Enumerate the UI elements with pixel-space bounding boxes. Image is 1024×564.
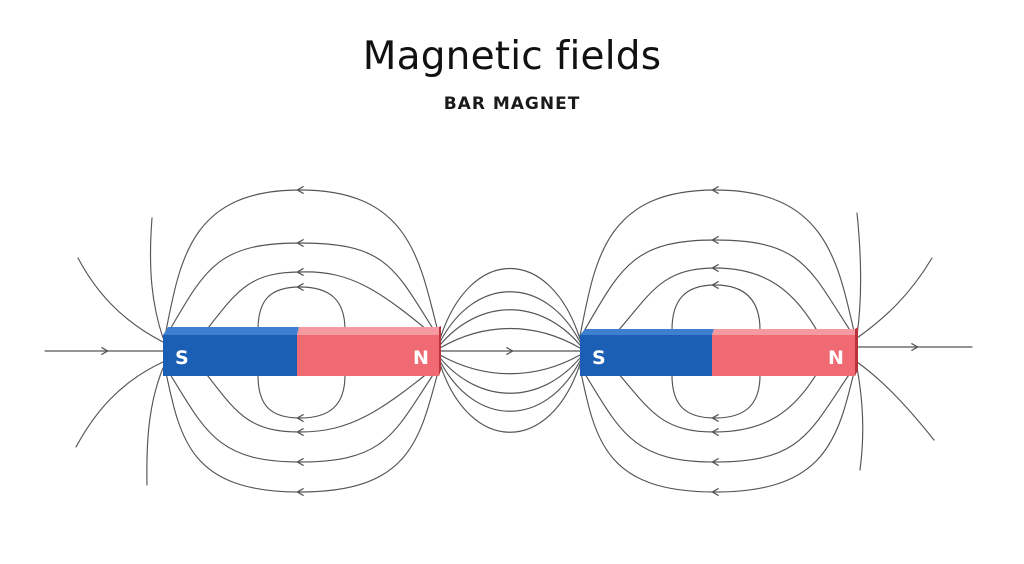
field-line bbox=[439, 328, 581, 349]
south-pole bbox=[580, 335, 712, 376]
field-line bbox=[856, 361, 935, 441]
south-pole-top-face bbox=[163, 327, 299, 335]
magnet-1-field-lines bbox=[44, 185, 440, 497]
north-pole-top-face bbox=[712, 329, 855, 335]
north-pole-top-face bbox=[297, 327, 439, 335]
field-line bbox=[611, 365, 821, 437]
field-line bbox=[611, 263, 821, 339]
field-line bbox=[439, 357, 581, 394]
bar-magnet-2: S N bbox=[580, 327, 858, 376]
field-line bbox=[439, 354, 581, 375]
field-line bbox=[856, 367, 864, 471]
field-line bbox=[671, 280, 761, 331]
north-pole-label: N bbox=[828, 347, 844, 369]
field-line bbox=[146, 367, 164, 486]
field-line bbox=[77, 257, 164, 343]
middle-field-lines bbox=[439, 268, 581, 433]
field-line bbox=[439, 363, 581, 433]
field-line bbox=[164, 185, 440, 337]
field-line bbox=[856, 212, 862, 336]
field-line bbox=[439, 360, 581, 412]
field-line bbox=[149, 217, 164, 339]
field-line bbox=[856, 257, 933, 339]
field-line bbox=[257, 282, 346, 331]
field-line bbox=[75, 361, 164, 448]
field-line bbox=[164, 238, 440, 339]
field-line bbox=[579, 365, 856, 467]
field-line bbox=[199, 363, 440, 437]
field-line bbox=[257, 374, 346, 423]
field-line bbox=[439, 268, 581, 340]
end-face bbox=[855, 327, 858, 376]
north-pole bbox=[712, 335, 855, 376]
field-line bbox=[199, 267, 440, 341]
diagram-title: Magnetic fields bbox=[362, 34, 662, 79]
magnet-2-field-lines bbox=[579, 185, 973, 497]
field-line bbox=[164, 367, 440, 497]
bar-magnet-1: S N bbox=[163, 326, 441, 376]
field-line bbox=[439, 291, 581, 343]
north-pole bbox=[297, 335, 439, 376]
field-line bbox=[579, 367, 856, 497]
end-face bbox=[439, 326, 441, 376]
field-line bbox=[164, 365, 440, 467]
diagram-subtitle: BAR MAGNET bbox=[443, 94, 581, 114]
south-pole-top-face bbox=[580, 329, 714, 335]
field-line bbox=[579, 235, 856, 339]
field-line bbox=[579, 185, 856, 337]
south-pole-label: S bbox=[175, 347, 189, 369]
south-pole bbox=[163, 335, 297, 376]
field-line bbox=[439, 309, 581, 346]
north-pole-label: N bbox=[413, 347, 429, 369]
field-line bbox=[671, 374, 761, 423]
south-pole-label: S bbox=[592, 347, 606, 369]
